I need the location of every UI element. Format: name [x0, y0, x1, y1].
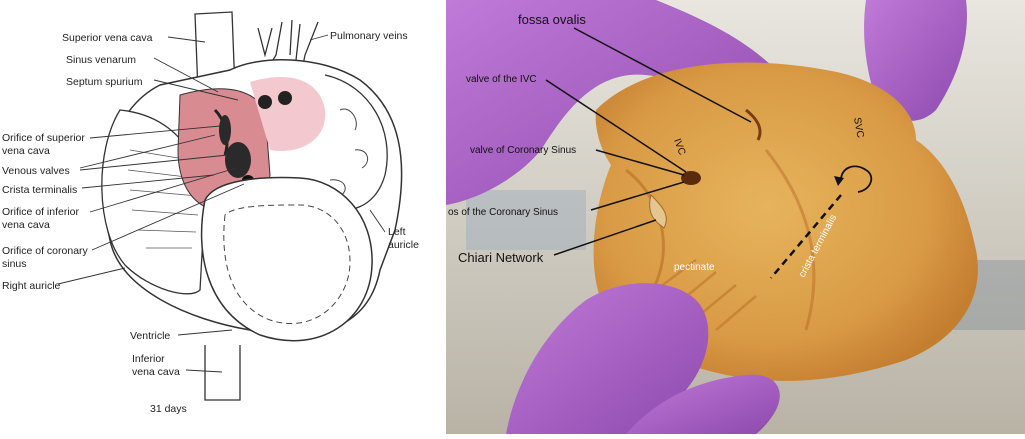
- glove-top-right: [864, 0, 967, 121]
- label-age: 31 days: [150, 403, 187, 415]
- pulmonary-veins-vessels: [257, 19, 319, 81]
- label-chiari-network: Chiari Network: [458, 250, 544, 265]
- label-left-auricle-2: auricle: [388, 239, 419, 251]
- crista-curve: [840, 165, 873, 193]
- label-crista-terminalis: Crista terminalis: [2, 184, 77, 196]
- label-orifice-svc-2: vena cava: [2, 145, 50, 157]
- orifice-svc: [219, 115, 231, 145]
- label-svc: SVC: [851, 117, 865, 139]
- label-superior-vena-cava: Superior vena cava: [62, 32, 153, 44]
- chiari-network: [649, 194, 667, 229]
- ventricle-trabeculae: [223, 204, 351, 325]
- inferior-vena-cava-vessel: [204, 345, 241, 401]
- specimen-photo-svg: fossa ovalis valve of the IVC valve of C…: [446, 0, 1025, 434]
- coronary-sinus-os: [681, 171, 701, 185]
- pulmonary-orifice-1: [258, 95, 272, 109]
- label-left-auricle-1: Left: [388, 226, 406, 238]
- label-ivc-2: vena cava: [132, 366, 180, 378]
- pulmonary-orifice-2: [278, 91, 292, 105]
- label-pulmonary-veins: Pulmonary veins: [330, 30, 408, 42]
- background-window: [466, 190, 586, 250]
- annotation-arrows: [545, 27, 752, 256]
- ventricle-shape: [200, 176, 373, 342]
- label-orifice-ivc-2: vena cava: [2, 219, 50, 231]
- specimen-photo: fossa ovalis valve of the IVC valve of C…: [446, 0, 1025, 434]
- label-fossa-ovalis: fossa ovalis: [518, 12, 586, 27]
- label-ventricle: Ventricle: [130, 330, 170, 342]
- orifice-ivc: [225, 142, 251, 178]
- label-orifice-ivc-1: Orifice of inferior: [2, 206, 80, 218]
- label-orifice-svc-1: Orifice of superior: [2, 132, 85, 144]
- fossa-ovalis-rim: [745, 108, 762, 141]
- left-atrium-region: [250, 77, 326, 151]
- label-os-cs: os of the Coronary Sinus: [448, 207, 558, 218]
- label-orifice-cs-1: Orifice of coronary: [2, 245, 89, 257]
- glove-bottom-finger: [626, 374, 780, 434]
- crista-arrowhead: [834, 176, 844, 186]
- glove-bottom-thumb: [506, 283, 709, 434]
- embryo-heart-svg: Superior vena cava Sinus venarum Septum …: [2, 11, 419, 415]
- label-ivc: IVC: [671, 137, 687, 156]
- label-ivc-1: Inferior: [132, 353, 165, 365]
- crista-dashed-line: [770, 194, 842, 279]
- label-right-auricle: Right auricle: [2, 280, 61, 292]
- label-valve-ivc: valve of the IVC: [466, 74, 537, 85]
- label-pectinate: pectinate: [674, 262, 715, 273]
- pectinate-lines: [127, 149, 199, 249]
- pectinate-ridges: [655, 259, 757, 331]
- label-valve-cs: valve of Coronary Sinus: [470, 145, 576, 156]
- embryo-heart-diagram: Superior vena cava Sinus venarum Septum …: [0, 0, 445, 434]
- leader-lines: [57, 34, 386, 373]
- label-orifice-cs-2: sinus: [2, 258, 27, 270]
- label-septum-spurium: Septum spurium: [66, 76, 143, 88]
- label-venous-valves: Venous valves: [2, 165, 70, 177]
- label-sinus-venarum: Sinus venarum: [66, 54, 136, 66]
- glove-top-left: [446, 0, 776, 205]
